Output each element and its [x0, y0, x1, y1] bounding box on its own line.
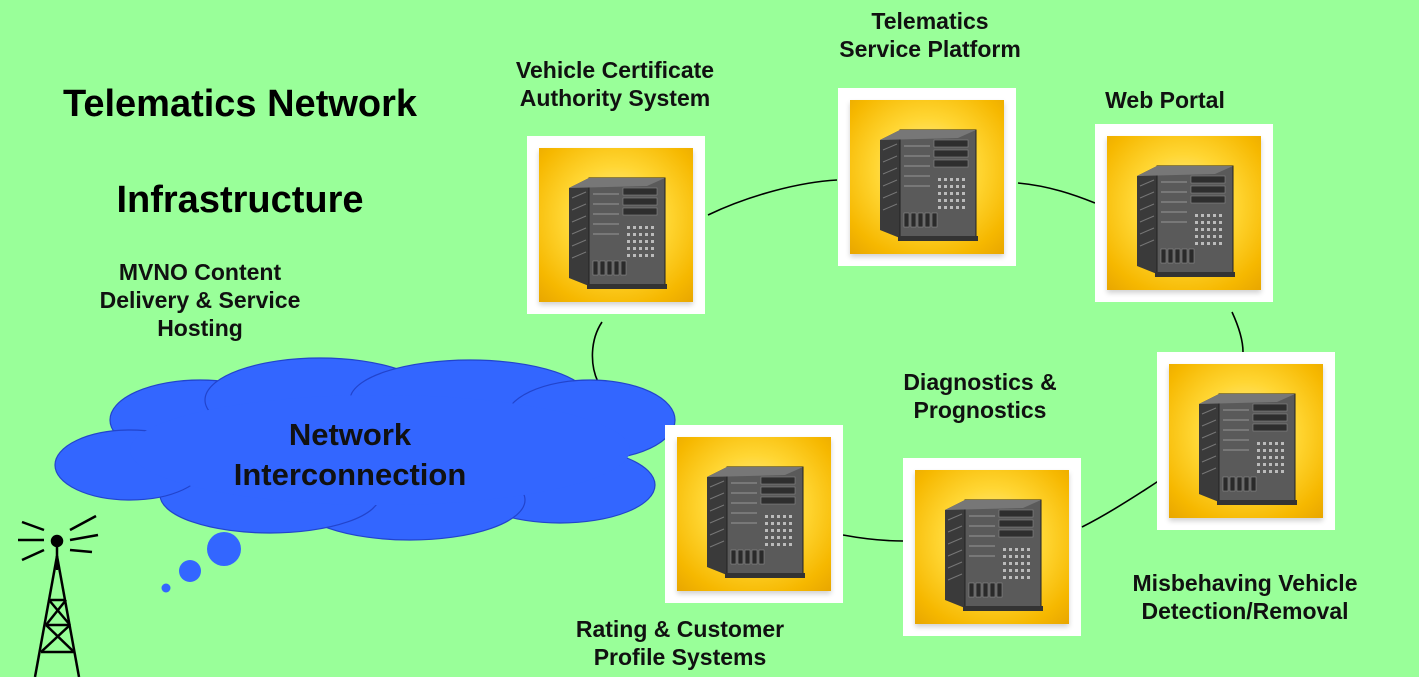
title-line-1: Telematics Network	[62, 83, 418, 125]
vca-label: Vehicle Certificate Authority System	[515, 57, 715, 111]
server-tower-icon	[569, 177, 667, 289]
server-mvd	[1157, 352, 1335, 530]
server-tower-icon	[1199, 393, 1297, 505]
connector-mvd-diag	[1081, 477, 1164, 528]
diag-label: Diagnostics & Prognostics	[903, 369, 1057, 423]
title-line-2: Infrastructure	[116, 179, 364, 221]
connector-ring	[591, 179, 1244, 542]
connector-vca-cloud	[591, 321, 603, 383]
diagram-title: Telematics Network Infrastructure	[0, 32, 530, 272]
rating-label: Rating & Customer Profile Systems	[575, 616, 785, 670]
server-tower-icon	[880, 129, 978, 241]
server-tower-icon	[945, 499, 1043, 611]
server-vca	[527, 136, 705, 314]
server-tsp	[838, 88, 1016, 266]
thought-bubbles	[161, 532, 241, 593]
web-label: Web Portal	[1105, 87, 1225, 113]
server-rating	[665, 425, 843, 603]
mvno-label: MVNO Content Delivery & Service Hosting	[99, 259, 301, 341]
tsp-label: Telematics Service Platform	[839, 8, 1021, 62]
connector-web-mvd	[1231, 311, 1244, 353]
server-tower-icon	[1137, 165, 1235, 277]
network-cloud	[54, 357, 676, 541]
cloud-label: Network Interconnection	[233, 417, 467, 492]
connector-diag-rating	[842, 534, 904, 542]
server-web	[1095, 124, 1273, 302]
connector-tsp-web	[1017, 182, 1096, 204]
mvd-label: Misbehaving Vehicle Detection/Removal	[1132, 570, 1358, 624]
radio-tower-icon	[18, 514, 99, 677]
server-tower-icon	[707, 466, 805, 578]
connector-vca-tsp	[707, 179, 838, 216]
server-diag	[903, 458, 1081, 636]
